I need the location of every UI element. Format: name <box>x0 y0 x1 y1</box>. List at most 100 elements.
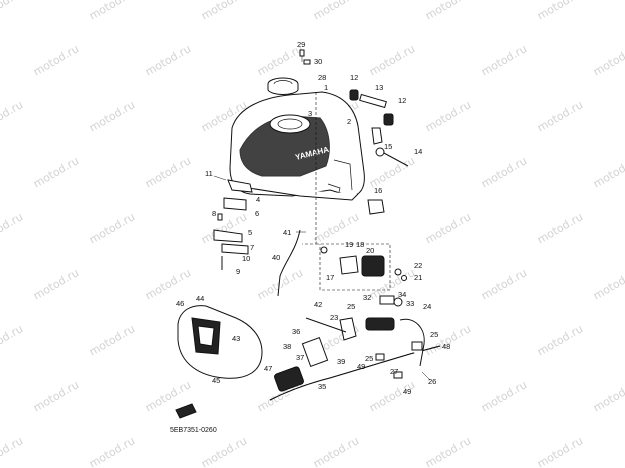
callout-3: 3 <box>308 109 312 118</box>
watermark-text: motod.ru <box>143 42 193 78</box>
watermark-text: motod.ru <box>479 42 529 78</box>
fuel-line-assembly <box>269 295 441 401</box>
watermark-text: motod.ru <box>31 266 81 302</box>
diagram-code: 5EB7351-0260 <box>170 427 217 434</box>
callout-11: 11 <box>205 169 213 178</box>
watermark-text: motod.ru <box>199 0 249 23</box>
callout-9: 9 <box>236 267 240 276</box>
watermark-text: motod.ru <box>199 434 249 468</box>
callout-25a: 25 <box>347 302 355 311</box>
callout-27: 27 <box>390 367 398 376</box>
callout-12a: 12 <box>350 73 358 82</box>
callout-45: 45 <box>212 376 220 385</box>
watermark-text: motod.ru <box>479 266 529 302</box>
watermark-text: motod.ru <box>423 0 473 23</box>
filler-cap <box>267 49 311 95</box>
callout-25c: 25 <box>365 354 373 363</box>
watermark-text: motod.ru <box>31 42 81 78</box>
callout-36: 36 <box>292 327 300 336</box>
callout-28: 28 <box>318 73 326 82</box>
watermark-text: motod.ru <box>143 154 193 190</box>
watermark-text: motod.ru <box>423 322 473 358</box>
fuel-pump-module <box>320 246 407 281</box>
watermark-text: motod.ru <box>143 266 193 302</box>
callout-labels: 1 2 3 4 5 6 7 8 9 10 11 12 12 13 14 15 1… <box>176 40 450 396</box>
callout-5: 5 <box>248 228 252 237</box>
watermark-text: motod.ru <box>367 42 417 78</box>
callout-35: 35 <box>318 382 326 391</box>
callout-20: 20 <box>366 246 374 255</box>
callout-49a: 49 <box>357 362 365 371</box>
callout-41: 41 <box>283 228 291 237</box>
callout-48: 48 <box>442 342 450 351</box>
callout-1: 1 <box>324 83 328 92</box>
callout-40: 40 <box>272 253 280 262</box>
plug-part <box>175 403 197 419</box>
callout-2: 2 <box>347 117 351 126</box>
callout-12b: 12 <box>398 96 406 105</box>
callout-18: 18 <box>356 240 364 249</box>
watermark-text: motod.ru <box>87 322 137 358</box>
watermark-text: motod.ru <box>591 154 625 190</box>
callout-49b: 49 <box>403 387 411 396</box>
breather-hose <box>277 229 306 297</box>
callout-24: 24 <box>423 302 431 311</box>
callout-37: 37 <box>296 353 304 362</box>
callout-7: 7 <box>250 243 254 252</box>
callout-29: 29 <box>297 40 305 49</box>
callout-47: 47 <box>264 364 272 373</box>
watermark-text: motod.ru <box>423 98 473 134</box>
callout-6: 6 <box>255 209 259 218</box>
callout-13: 13 <box>375 83 383 92</box>
side-cover <box>177 305 263 379</box>
watermark-text: motod.ru <box>591 378 625 414</box>
watermark-text: motod.ru <box>87 0 137 23</box>
callout-8: 8 <box>212 209 216 218</box>
side-brackets <box>213 175 253 270</box>
callout-16: 16 <box>374 186 382 195</box>
callout-10: 10 <box>242 254 250 263</box>
callout-14: 14 <box>414 147 422 156</box>
watermark-text: motod.ru <box>31 154 81 190</box>
callout-46: 46 <box>176 299 184 308</box>
callout-15: 15 <box>384 142 392 151</box>
callout-23: 23 <box>330 313 338 322</box>
watermark-text: motod.ru <box>535 434 585 468</box>
callout-17: 17 <box>326 273 334 282</box>
callout-38: 38 <box>283 342 291 351</box>
watermark-text: motod.ru <box>535 322 585 358</box>
callout-43: 43 <box>232 334 240 343</box>
watermark-text: motod.ru <box>479 154 529 190</box>
watermark-text: motod.ru <box>535 210 585 246</box>
watermark-text: motod.ru <box>87 434 137 468</box>
callout-22: 22 <box>414 261 422 270</box>
tank-bracket-parts <box>349 89 409 215</box>
watermark-text: motod.ru <box>0 322 25 358</box>
watermark-text: motod.ru <box>535 0 585 23</box>
callout-44: 44 <box>196 294 204 303</box>
watermark-text: motod.ru <box>0 434 25 468</box>
callout-21: 21 <box>414 273 422 282</box>
watermark-text: motod.ru <box>423 210 473 246</box>
watermark-text: motod.ru <box>591 266 625 302</box>
callout-25b: 25 <box>430 330 438 339</box>
watermark-text: motod.ru <box>423 434 473 468</box>
watermark-text: motod.ru <box>31 378 81 414</box>
fuel-tank: YAMAHA <box>229 91 365 201</box>
watermark-text: motod.ru <box>0 98 25 134</box>
watermark-text: motod.ru <box>367 378 417 414</box>
watermark-text: motod.ru <box>0 210 25 246</box>
callout-19: 19 <box>345 240 353 249</box>
callout-30: 30 <box>314 57 322 66</box>
watermark-text: motod.ru <box>591 42 625 78</box>
watermark-text: motod.ru <box>535 98 585 134</box>
watermark-text: motod.ru <box>479 378 529 414</box>
watermark-text: motod.ru <box>0 0 25 23</box>
callout-32: 32 <box>363 293 371 302</box>
callout-26: 26 <box>428 377 436 386</box>
watermark-text: motod.ru <box>311 0 361 23</box>
watermark-text: motod.ru <box>87 210 137 246</box>
